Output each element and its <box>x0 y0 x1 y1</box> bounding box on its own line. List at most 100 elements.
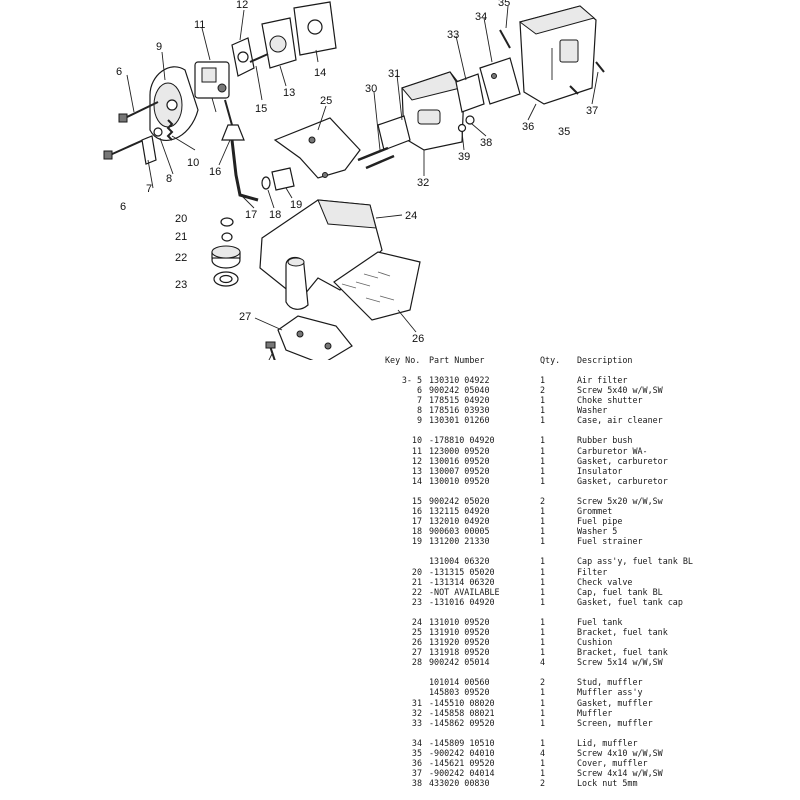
callout-6: 6 <box>116 66 122 78</box>
cell-qty: 1 <box>540 445 546 456</box>
cell-part-number: 132010 04920 <box>429 516 490 527</box>
cell-key-no: 18 <box>411 526 422 537</box>
cell-part-number: 131004 06320 <box>429 556 490 567</box>
cell-key-no: 31 <box>411 697 422 708</box>
cell-key-no: 10 <box>411 435 422 446</box>
cell-description: Cushion <box>577 637 613 648</box>
cell-part-number: 900242 05040 <box>429 385 490 396</box>
cell-qty: 2 <box>540 495 546 506</box>
cell-key-no: 17 <box>411 516 422 527</box>
header-qty: Qty. <box>540 355 561 365</box>
exploded-parts-diagram: 6 6 7 8 9 10 11 12 13 14 15 16 17 18 19 … <box>103 0 605 360</box>
header-description: Description <box>577 355 633 365</box>
callout-11: 11 <box>194 19 205 31</box>
cell-qty: 1 <box>540 465 546 476</box>
callout-25: 25 <box>320 95 332 107</box>
cell-qty: 1 <box>540 768 546 779</box>
cell-qty: 1 <box>540 707 546 718</box>
cell-description: Fuel tank <box>577 616 623 627</box>
cell-key-no: 34 <box>411 737 422 748</box>
screw-carburetor <box>249 53 269 63</box>
cell-part-number: -145621 09520 <box>429 758 495 768</box>
cushion <box>333 251 421 321</box>
cell-key-no: 12 <box>411 455 422 466</box>
cell-part-number: -131315 05020 <box>429 566 495 577</box>
cell-key-no: 11 <box>411 445 422 456</box>
callout-26: 26 <box>412 333 424 345</box>
cell-description: Case, air cleaner <box>577 415 663 426</box>
cell-part-number: 101014 00560 <box>429 677 490 688</box>
cell-part-number: 131910 09520 <box>429 626 490 637</box>
parts-group: 3- 5 130310 04922 1 Air filter 6 900242 05040… <box>385 375 785 425</box>
cell-description: Air filter <box>577 375 628 385</box>
cell-qty: 1 <box>540 475 546 486</box>
air-cleaner-case <box>149 66 199 141</box>
callout-13: 13 <box>283 87 295 99</box>
cell-part-number: -900242 04010 <box>429 747 495 758</box>
screw-upper <box>118 101 159 123</box>
screw-cover-c <box>595 61 605 73</box>
callout-14: 14 <box>314 67 326 79</box>
screw-bracket <box>265 341 276 360</box>
callout-36: 36 <box>522 121 534 133</box>
parts-list-header: Key No. Part Number Qty. Description <box>385 355 785 375</box>
cell-part-number: 130310 04922 <box>429 375 490 385</box>
stud-muffler <box>357 146 389 162</box>
cell-part-number: 433020 00830 <box>429 778 490 789</box>
callout-16: 16 <box>209 166 221 178</box>
callout-39: 39 <box>458 151 470 163</box>
cell-description: Bracket, fuel tank <box>577 626 668 637</box>
bracket-fuel-tank-lower <box>277 315 353 360</box>
cell-key-no: 6 <box>416 385 422 396</box>
cell-part-number: -145510 08020 <box>429 697 495 708</box>
fuel-tank-cap <box>211 245 241 269</box>
cell-part-number: 130010 09520 <box>429 475 490 486</box>
carburetor <box>194 61 230 113</box>
cell-qty: 1 <box>540 556 546 567</box>
cell-part-number: -900242 04014 <box>429 768 495 779</box>
rubber-bush <box>166 119 174 141</box>
cell-qty: 1 <box>540 626 546 637</box>
cell-part-number: -NOT AVAILABLE <box>429 586 500 597</box>
cell-qty: 1 <box>540 455 546 466</box>
cell-part-number: 131010 09520 <box>429 616 490 627</box>
cell-qty: 1 <box>540 576 546 587</box>
cell-qty: 1 <box>540 405 546 416</box>
cell-description: Washer 5 <box>577 526 618 537</box>
cell-key-no: 19 <box>411 536 422 547</box>
cell-key-no: 24 <box>411 616 422 627</box>
cell-description: Screw 5x40 w/W,SW <box>577 385 663 396</box>
cell-description: Gasket, carburetor <box>577 475 668 486</box>
cell-part-number: 130301 01260 <box>429 415 490 426</box>
callout-30: 30 <box>365 83 377 95</box>
cell-part-number: -145862 09520 <box>429 717 495 728</box>
callout-10: 10 <box>187 157 199 169</box>
cell-part-number: 132115 04920 <box>429 506 490 517</box>
parts-groups: 3- 5 130310 04922 1 Air filter 6 900242 05040… <box>385 375 785 788</box>
leader-lines <box>126 5 599 360</box>
cell-key-no: 9 <box>416 415 422 426</box>
callout-37: 37 <box>586 105 598 117</box>
cell-key-no: 35 <box>411 747 422 758</box>
cell-qty: 2 <box>540 677 546 688</box>
cell-description: Muffler <box>577 707 613 718</box>
callout-7: 7 <box>146 183 152 195</box>
header-key-no: Key No. <box>385 355 421 365</box>
cell-key-no: 3- 5 <box>401 375 422 385</box>
cell-description: Fuel strainer <box>577 536 643 547</box>
